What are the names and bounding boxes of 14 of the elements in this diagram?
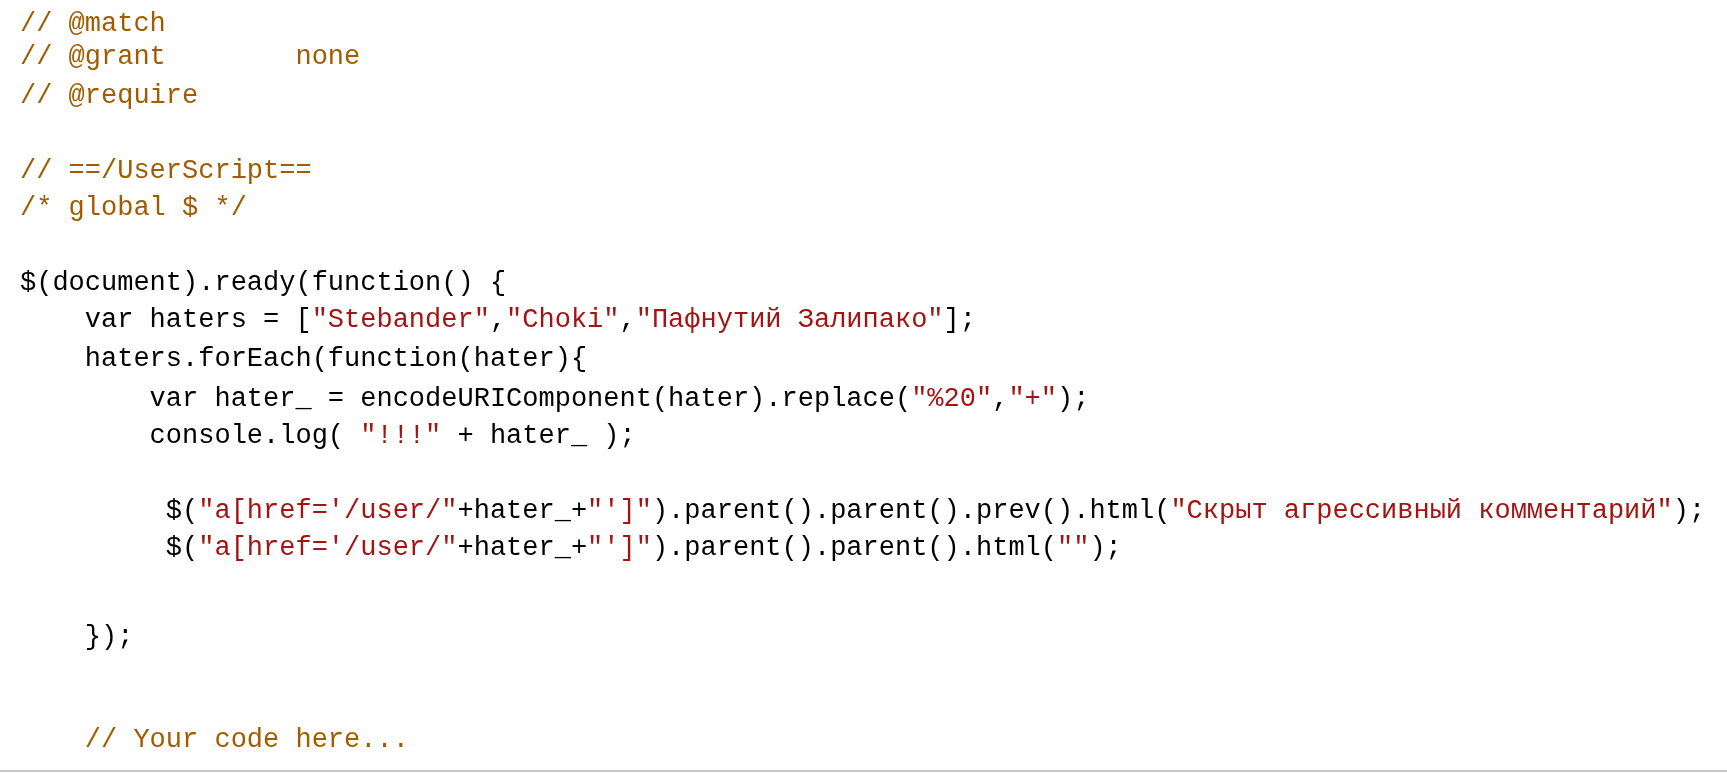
code-line: console.log( "!!!" + hater_ ); (148, 420, 636, 453)
code-line: // @match (20, 8, 166, 41)
code-line: // ==/UserScript== (20, 155, 312, 188)
code-line: $("a[href='/user/"+hater_+"']").parent().parent().html(""); (164, 532, 1122, 565)
code-line: var haters = ["Stebander","Choki","Пафнутий Залипако"]; (83, 304, 976, 337)
code-line: // @grant none (20, 41, 361, 74)
code-line: var hater_ = encodeURIComponent(hater).replace("%20","+"); (148, 383, 1090, 416)
code-line: /* global $ */ (20, 192, 247, 225)
code-line: }); (83, 621, 134, 654)
code-line: $(document).ready(function() { (20, 267, 507, 300)
code-line: // Your code here... (83, 724, 409, 757)
code-line: $("a[href='/user/"+hater_+"']").parent().parent().prev().html("Скрыт агрессивный комментарий"); (164, 495, 1706, 528)
code-line: haters.forEach(function(hater){ (83, 343, 588, 376)
code-line: // @require (20, 80, 199, 113)
